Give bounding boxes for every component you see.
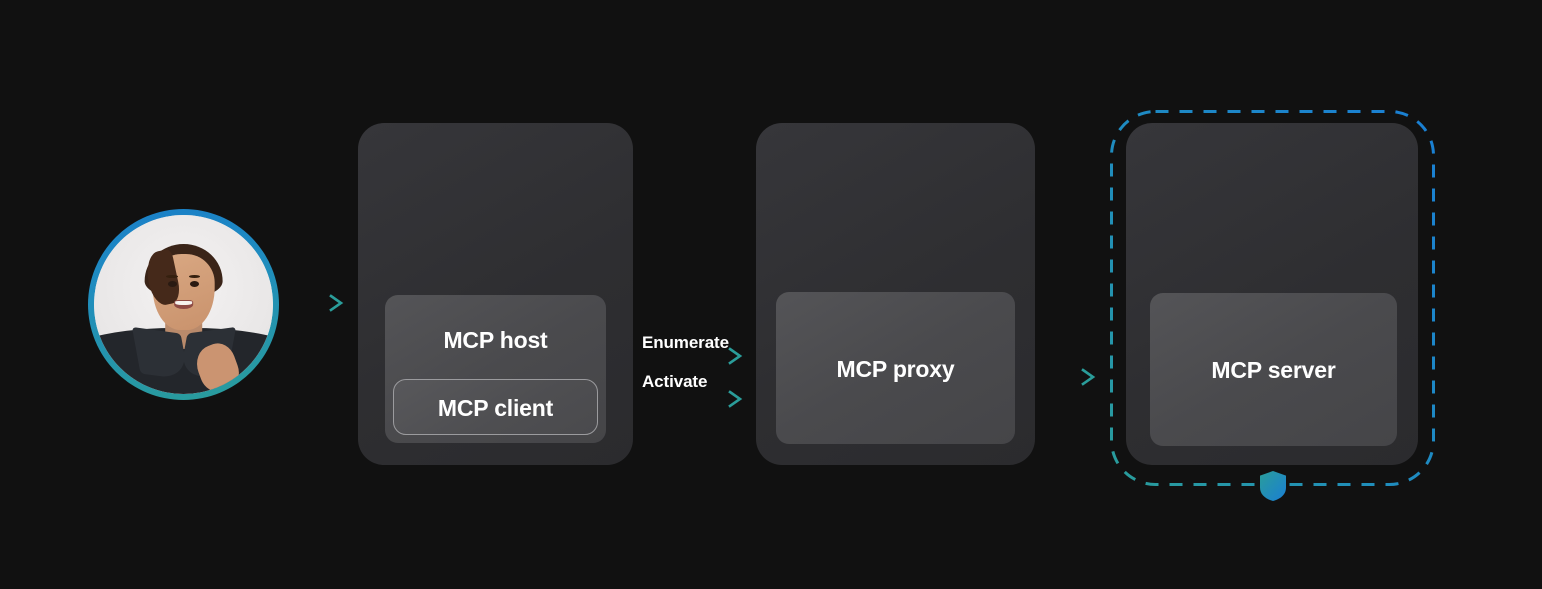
edge-label-enumerate: Enumerate — [642, 333, 729, 352]
arrow-registry-to-connectors — [1041, 368, 1096, 386]
arrow-user-to-agent — [291, 294, 344, 312]
edge-label-activate: Activate — [642, 372, 708, 391]
node-connectors-mcp-server[interactable]: MCP server — [1150, 293, 1397, 446]
node-agent-mcp-client[interactable]: MCP client — [393, 379, 598, 435]
avatar-photo — [94, 215, 273, 394]
arrow-enumerate — [640, 347, 743, 365]
mcp-server-label: MCP server — [1211, 357, 1336, 383]
node-registry[interactable]: Windows on- device registry MCP proxy — [756, 123, 1035, 465]
mcp-host-label: MCP host — [443, 327, 548, 353]
node-connectors[interactable]: Agent connectors MCP server — [1126, 123, 1418, 465]
node-agent[interactable]: Agent MCP host MCP client — [358, 123, 633, 465]
node-agent-mcp-host[interactable]: MCP host MCP client — [385, 295, 606, 443]
arrow-activate — [640, 390, 743, 408]
mcp-proxy-label: MCP proxy — [836, 356, 955, 382]
mcp-client-label: MCP client — [437, 395, 554, 421]
shield-icon — [1260, 471, 1286, 501]
node-registry-mcp-proxy[interactable]: MCP proxy — [776, 292, 1015, 444]
avatar — [88, 209, 279, 400]
